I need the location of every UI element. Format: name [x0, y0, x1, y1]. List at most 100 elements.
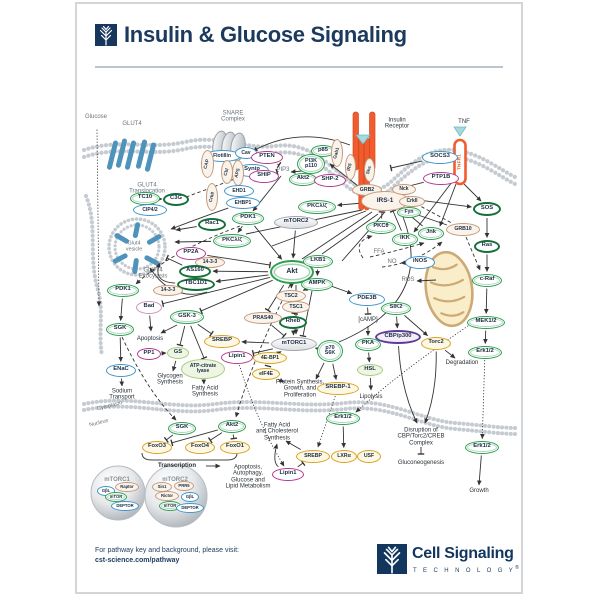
node-LXR: LXRα: [331, 449, 357, 463]
node-EHBP1: EHBP1: [226, 197, 260, 209]
node-Lipin1a: Lipin1: [221, 350, 253, 364]
node-t33b: 14-3-3: [153, 284, 183, 296]
node-t33a: 14-3-3: [195, 256, 225, 268]
edge: [332, 363, 338, 381]
node-LKB1: LKB1: [303, 254, 333, 268]
node-ACL: ATP-citrate lyase: [181, 359, 225, 379]
edge: [163, 434, 174, 443]
node-PRAS40: PRAS40: [244, 312, 282, 324]
label-pip3: PIP3: [276, 166, 290, 173]
edge: [271, 210, 367, 247]
node-EBP1: 4E-BP1: [253, 352, 287, 364]
node-SOCS3: SOCS3: [422, 150, 458, 164]
node-Bad: Bad: [136, 300, 162, 314]
label-fatty-acid: Fatty Acid and Cholesterol Synthesis: [255, 422, 299, 442]
edge: [239, 364, 285, 467]
node-mTORC1: mTORC1: [271, 337, 317, 351]
edge: [368, 377, 374, 391]
node-Rac1: Rac1: [198, 217, 226, 231]
edge: [230, 434, 238, 440]
node-AS160: AS160: [179, 264, 211, 278]
label-ros: ROS: [401, 276, 415, 283]
edge: [297, 459, 306, 468]
cst-logo-large: [377, 544, 407, 574]
foxo-bracket: [141, 452, 238, 461]
node-PTP1B: PTP1B: [423, 171, 459, 185]
brand-subtitle: T E C H N O L O G Y®: [413, 565, 519, 574]
node-PDE3B: PDE3B: [349, 292, 385, 306]
edge: [315, 362, 325, 380]
label--camp-: [cAMP]: [358, 316, 378, 323]
node-SGKb: SGK: [168, 421, 196, 435]
node-SREBPb: SREBP: [296, 449, 330, 463]
edge: [96, 129, 102, 307]
edge: [277, 378, 285, 383]
node-TorcU: Torc2: [421, 336, 451, 350]
node-SREBPa: SREBP: [204, 334, 240, 348]
node-gbl2: GβL: [181, 492, 199, 502]
header-divider: [95, 66, 503, 68]
edge: [171, 360, 177, 372]
nuclear-envelope: [82, 398, 519, 436]
label-transcription: Transcription: [157, 462, 197, 469]
node-GSK3: GSK-3: [170, 310, 204, 324]
edge: [329, 163, 359, 187]
node-Lipin1b: Lipin1: [272, 467, 304, 481]
node-ErkC: Erk1/2: [465, 440, 499, 454]
label-ffa: FFA: [373, 248, 385, 255]
label-protein-synthesis-: Protein Synthesis, Growth, and Prolifera…: [275, 379, 325, 399]
node-Shc: Shc: [363, 158, 375, 182]
node-Gab1: Gab1: [331, 139, 343, 167]
label-fatty-acid: Fatty Acid Synthesis: [191, 385, 219, 398]
mitochondria-icon: [424, 250, 474, 328]
node-PKCzl: PKCλ/ζ: [213, 234, 251, 248]
node-PKA: PKA: [355, 337, 381, 351]
label-lipolysis: Lipolysis: [359, 393, 383, 400]
edge: [176, 325, 186, 347]
edge: [444, 349, 456, 359]
node-p70: p70 S6K: [317, 340, 343, 362]
node-SGKa: SGK: [106, 322, 134, 336]
edge: [358, 235, 373, 259]
edge: [118, 337, 124, 363]
edge: [174, 239, 212, 245]
node-ErkB: Erk1/2: [326, 411, 360, 425]
edge: [317, 395, 336, 448]
node-iNOS: iNOS: [405, 255, 435, 269]
edge: [398, 345, 418, 424]
edge: [241, 339, 270, 345]
node-SOS: SOS: [473, 202, 501, 216]
node-USF: USF: [357, 449, 381, 463]
label-mtorc1: mTORC1: [104, 476, 130, 483]
label-glut4: Glut4 vesicle: [125, 240, 143, 252]
node-MEK: MEK1/2: [467, 315, 505, 329]
node-Ras: Ras: [474, 239, 500, 253]
edge: [355, 325, 469, 413]
edge: [215, 274, 269, 284]
node-APS: APS: [232, 160, 244, 186]
label-sodium: Sodium Transport: [109, 388, 135, 401]
node-ENaC: ENaC: [106, 363, 136, 377]
node-EHD1: EHD1: [224, 185, 254, 197]
edge: [160, 324, 178, 334]
footer-link[interactable]: cst-science.com/pathway: [95, 557, 180, 564]
label-snare: SNARE Complex: [221, 110, 245, 123]
edge: [299, 290, 313, 338]
node-CrkII2: CrkII: [399, 195, 425, 207]
edge: [251, 348, 273, 357]
glut4-vesicle-icon: [107, 217, 167, 277]
edge: [404, 195, 452, 223]
node-SREBP1: SREBP-1: [317, 381, 359, 395]
node-mTORC2: mTORC2: [274, 215, 318, 229]
edge: [321, 213, 379, 255]
edge: [341, 426, 346, 449]
label-insulin: Insulin Receptor: [384, 117, 410, 130]
label-glut4: GLUT4 Translocation: [129, 182, 165, 195]
node-SHIP: SHIP: [249, 169, 279, 183]
edge: [285, 440, 301, 450]
node-PKCth: PKCθ: [366, 220, 396, 234]
edge: [291, 230, 296, 259]
node-dep2: DEPTOR: [176, 503, 204, 513]
edge: [271, 324, 287, 339]
